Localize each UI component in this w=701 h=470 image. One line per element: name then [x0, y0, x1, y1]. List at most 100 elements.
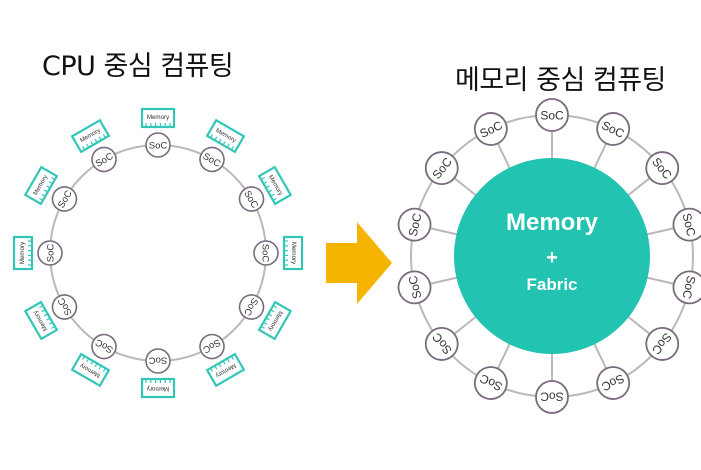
- memory-module: Memory: [12, 235, 34, 271]
- memory-pin: [227, 143, 230, 147]
- memory-pin: [48, 322, 52, 325]
- memory-module-box: [257, 165, 293, 206]
- memory-pin: [86, 359, 89, 363]
- memory-module-box: [282, 235, 304, 271]
- memory-module-box: [140, 107, 176, 129]
- memory-pin: [46, 185, 50, 188]
- memory-pin: [273, 197, 277, 201]
- memory-pin: [94, 138, 98, 143]
- soc-node-circle: [596, 366, 631, 400]
- memory-pin: [214, 366, 218, 370]
- memory-module: Memory: [140, 377, 176, 399]
- soc-node: SoC: [238, 186, 265, 212]
- soc-node-circle: [645, 327, 680, 361]
- soc-node-label: SoC: [540, 390, 564, 404]
- transition-arrow: [326, 222, 392, 304]
- soc-node: SoC: [199, 146, 225, 173]
- memory-fabric-core: [454, 158, 650, 354]
- soc-node: SoC: [397, 270, 432, 305]
- memory-module: Memory: [23, 300, 59, 341]
- memory-module-box: [12, 235, 34, 271]
- core-label: Fabric: [526, 275, 577, 294]
- soc-node: SoC: [37, 240, 63, 266]
- memory-pin: [261, 177, 265, 180]
- memory-module-label: Memory: [146, 385, 169, 392]
- soc-node-label: SoC: [260, 244, 271, 263]
- core-label: +: [546, 247, 558, 269]
- memory-pin: [46, 318, 50, 321]
- memory-pin: [266, 318, 270, 321]
- soc-node: SoC: [424, 151, 459, 185]
- soc-node-label: SoC: [680, 212, 699, 238]
- memory-module: Memory: [23, 165, 59, 206]
- soc-node-circle: [424, 327, 459, 361]
- memory-module-label: Memory: [147, 114, 170, 121]
- memory-module-box: [23, 300, 59, 341]
- soc-node-circle: [91, 333, 117, 360]
- memory-centric-diagram: Memory+FabricSoCSoCSoCSoCSoCSoCSoCSoCSoC…: [397, 98, 701, 414]
- soc-node-circle: [424, 151, 459, 185]
- memory-module: Memory: [205, 352, 246, 388]
- soc-node-circle: [535, 98, 569, 132]
- memory-pin: [41, 309, 45, 313]
- memory-module-label: Memory: [19, 241, 26, 264]
- cpu-centric-title: CPU 중심 컴퓨팅: [42, 51, 234, 82]
- memory-pin: [214, 136, 218, 140]
- soc-node-circle: [473, 112, 508, 146]
- memory-module: Memory: [257, 165, 293, 206]
- soc-node: SoC: [535, 98, 569, 132]
- soc-node-label: SoC: [406, 211, 425, 237]
- memory-pin: [102, 134, 106, 138]
- memory-pin: [41, 193, 45, 197]
- memory-module: Memory: [70, 118, 111, 154]
- memory-pin: [268, 313, 273, 317]
- memory-pin: [43, 313, 48, 317]
- soc-node-circle: [253, 240, 279, 266]
- memory-pin: [86, 143, 89, 147]
- memory-pin: [98, 136, 102, 140]
- memory-pin: [271, 309, 275, 313]
- memory-module: Memory: [257, 300, 293, 341]
- soc-node-circle: [145, 348, 171, 374]
- soc-node-label: SoC: [540, 109, 564, 123]
- soc-node-circle: [535, 380, 569, 414]
- memory-pin: [227, 359, 230, 363]
- soc-node-circle: [199, 333, 225, 360]
- memory-pin: [264, 322, 268, 325]
- soc-node-circle: [51, 294, 78, 320]
- soc-node-label: SoC: [406, 274, 425, 300]
- arrow-shape: [326, 222, 392, 304]
- memory-module: Memory: [282, 235, 304, 271]
- soc-node: SoC: [535, 380, 569, 414]
- memory-pin: [218, 363, 222, 368]
- soc-node-circle: [91, 146, 117, 173]
- memory-pin: [48, 181, 52, 184]
- soc-node-label: SoC: [679, 274, 698, 300]
- soc-node: SoC: [424, 327, 459, 361]
- memory-pin: [90, 141, 93, 145]
- memory-pin: [210, 368, 214, 372]
- memory-module-box: [205, 352, 246, 388]
- memory-pin: [98, 366, 102, 370]
- memory-module-box: [70, 352, 111, 388]
- soc-node: SoC: [51, 294, 78, 320]
- soc-node-circle: [473, 366, 508, 400]
- soc-node: SoC: [473, 112, 508, 146]
- memory-module: Memory: [70, 352, 111, 388]
- soc-node: SoC: [473, 366, 508, 400]
- soc-node-circle: [672, 270, 701, 305]
- soc-node: SoC: [672, 207, 701, 242]
- soc-node: SoC: [596, 112, 631, 146]
- soc-node: SoC: [145, 132, 171, 158]
- soc-node-circle: [51, 186, 78, 212]
- memory-pin: [231, 356, 234, 360]
- soc-node-circle: [145, 132, 171, 158]
- soc-node: SoC: [91, 146, 117, 173]
- soc-node-label: SoC: [149, 355, 168, 366]
- memory-pin: [39, 305, 43, 309]
- memory-centric-title: 메모리 중심 컴퓨팅: [455, 65, 666, 96]
- memory-module-box: [205, 118, 246, 154]
- memory-module: Memory: [205, 118, 246, 154]
- memory-pin: [51, 326, 55, 329]
- memory-pin: [43, 189, 48, 193]
